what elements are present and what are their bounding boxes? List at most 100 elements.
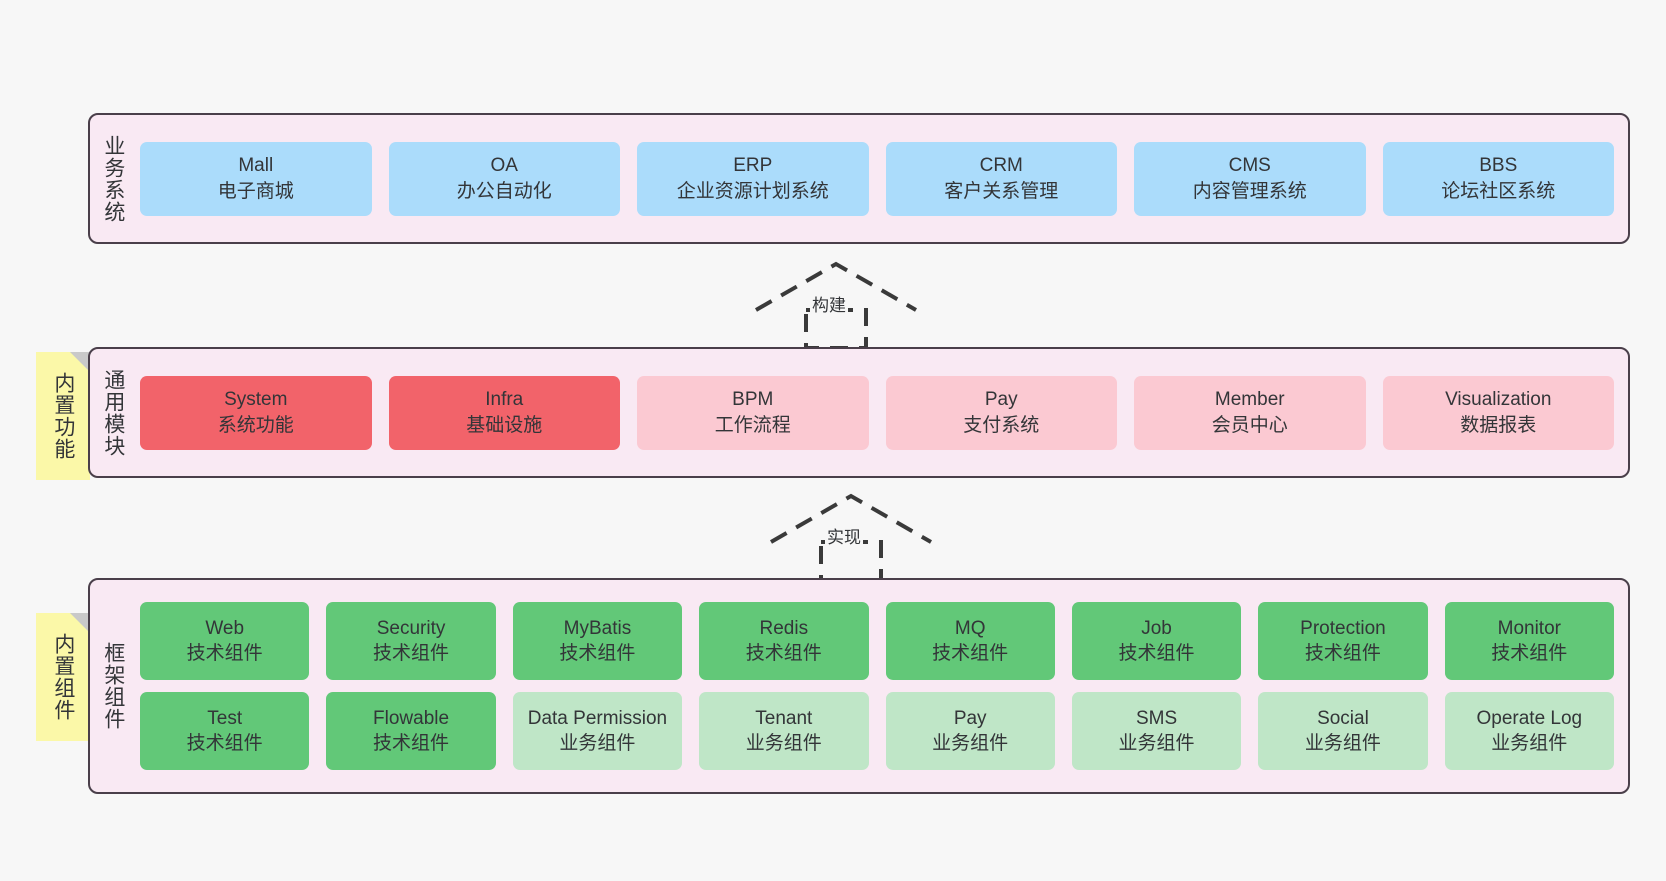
module-subtitle: 技术组件 (186, 733, 263, 754)
module-title: Pay (984, 389, 1018, 411)
module-subtitle: 业务组件 (1304, 733, 1381, 754)
module-title: Flowable (373, 707, 450, 729)
module-box-operate-log[interactable]: Operate Log 业务组件 (1444, 692, 1614, 770)
module-box-data-permission[interactable]: Data Permission 业务组件 (512, 692, 683, 770)
module-title: MQ (954, 617, 986, 639)
layer-row: System 系统功能 Infra 基础设施 BPM 工作流程 Pay 支付系统… (140, 375, 1614, 450)
module-title: CMS (1228, 155, 1271, 177)
module-box-security[interactable]: Security 技术组件 (326, 602, 496, 680)
module-title: Data Permission (527, 707, 668, 729)
module-subtitle: 技术组件 (373, 643, 450, 664)
module-subtitle: 办公自动化 (456, 180, 552, 202)
module-title: Mall (238, 155, 274, 177)
module-box-web[interactable]: Web 技术组件 (140, 602, 310, 680)
module-box-cms[interactable]: CMS 内容管理系统 (1134, 141, 1366, 216)
arrow-label-build: 构建 (810, 291, 848, 316)
module-subtitle: 技术组件 (745, 643, 822, 664)
module-title: System (224, 389, 288, 411)
module-box-mq[interactable]: MQ 技术组件 (885, 602, 1055, 680)
module-subtitle: 技术组件 (373, 733, 450, 754)
module-subtitle: 技术组件 (932, 643, 1009, 664)
layer-title-business: 业务系统 (101, 134, 125, 223)
sticky-note-builtin-components[interactable]: 内置组件 (36, 613, 90, 741)
layer-common-modules[interactable]: 通用模块 System 系统功能 Infra 基础设施 BPM 工作流程 Pay… (88, 347, 1630, 478)
module-box-erp[interactable]: ERP 企业资源计划系统 (637, 141, 869, 216)
module-subtitle: 技术组件 (1304, 643, 1381, 664)
note-label: 内置功能 (51, 372, 75, 460)
module-box-oa[interactable]: OA 办公自动化 (388, 141, 620, 216)
module-subtitle: 业务组件 (745, 733, 822, 754)
module-box-mall[interactable]: Mall 电子商城 (140, 141, 372, 216)
module-box-job[interactable]: Job 技术组件 (1071, 602, 1242, 680)
module-box-visualization[interactable]: Visualization 数据报表 (1382, 375, 1614, 450)
module-box-sms[interactable]: SMS 业务组件 (1071, 692, 1242, 770)
module-box-social[interactable]: Social 业务组件 (1258, 692, 1428, 770)
module-box-system[interactable]: System 系统功能 (140, 375, 372, 450)
module-subtitle: 技术组件 (559, 643, 636, 664)
module-box-bbs[interactable]: BBS 论坛社区系统 (1382, 141, 1614, 216)
module-box-pay-component[interactable]: Pay 业务组件 (885, 692, 1055, 770)
module-box-infra[interactable]: Infra 基础设施 (388, 375, 620, 450)
module-title: Social (1317, 707, 1369, 729)
arrow-label-implement: 实现 (825, 523, 863, 548)
module-subtitle: 支付系统 (963, 414, 1040, 436)
module-title: MyBatis (563, 617, 632, 639)
module-title: Security (376, 617, 446, 639)
module-box-mybatis[interactable]: MyBatis 技术组件 (512, 602, 683, 680)
module-box-monitor[interactable]: Monitor 技术组件 (1444, 602, 1614, 680)
layer-body-modules: System 系统功能 Infra 基础设施 BPM 工作流程 Pay 支付系统… (136, 349, 1628, 476)
module-title: Monitor (1497, 617, 1561, 639)
module-subtitle: 企业资源计划系统 (676, 180, 829, 202)
layer-row: Web 技术组件 Security 技术组件 MyBatis 技术组件 Redi… (140, 602, 1614, 680)
module-subtitle: 业务组件 (559, 733, 636, 754)
module-box-crm[interactable]: CRM 客户关系管理 (885, 141, 1117, 216)
layer-row: Mall 电子商城 OA 办公自动化 ERP 企业资源计划系统 CRM 客户关系… (140, 141, 1614, 216)
module-box-bpm[interactable]: BPM 工作流程 (637, 375, 869, 450)
module-title: CRM (979, 155, 1023, 177)
module-title: Member (1214, 389, 1285, 411)
module-subtitle: 业务组件 (1118, 733, 1195, 754)
module-box-redis[interactable]: Redis 技术组件 (699, 602, 869, 680)
arrow-build: 构建 (748, 258, 924, 350)
module-title: Operate Log (1476, 707, 1583, 729)
module-subtitle: 技术组件 (186, 643, 263, 664)
module-title: Protection (1300, 617, 1386, 639)
module-box-tenant[interactable]: Tenant 业务组件 (699, 692, 869, 770)
module-box-flowable[interactable]: Flowable 技术组件 (326, 692, 496, 770)
module-title: Test (207, 707, 243, 729)
note-fold-icon (70, 613, 90, 633)
arrowhead-dashed (770, 493, 932, 544)
arrowhead-dashed (755, 261, 917, 312)
module-title: BPM (732, 389, 774, 411)
module-title: Pay (953, 707, 987, 729)
module-box-protection[interactable]: Protection 技术组件 (1258, 602, 1428, 680)
module-subtitle: 内容管理系统 (1192, 180, 1307, 202)
module-title: Web (205, 617, 245, 639)
module-subtitle: 技术组件 (1491, 643, 1568, 664)
module-title: Infra (485, 389, 524, 411)
layer-body-business: Mall 电子商城 OA 办公自动化 ERP 企业资源计划系统 CRM 客户关系… (136, 115, 1628, 242)
module-box-test[interactable]: Test 技术组件 (140, 692, 310, 770)
module-title: ERP (733, 155, 773, 177)
module-subtitle: 会员中心 (1211, 414, 1288, 436)
layer-framework-components[interactable]: 框架组件 Web 技术组件 Security 技术组件 MyBatis 技术组件… (88, 578, 1630, 794)
module-subtitle: 工作流程 (714, 414, 791, 436)
sticky-note-builtin-functions[interactable]: 内置功能 (36, 352, 90, 480)
module-title: Redis (759, 617, 809, 639)
module-title: Job (1141, 617, 1172, 639)
module-subtitle: 技术组件 (1118, 643, 1195, 664)
note-fold-icon (70, 352, 90, 372)
module-subtitle: 客户关系管理 (944, 180, 1059, 202)
arrow-implement: 实现 (763, 490, 939, 582)
note-label: 内置组件 (51, 633, 75, 721)
module-subtitle: 业务组件 (932, 733, 1009, 754)
module-subtitle: 论坛社区系统 (1441, 180, 1556, 202)
module-subtitle: 系统功能 (217, 414, 294, 436)
module-subtitle: 电子商城 (217, 180, 294, 202)
module-title: Visualization (1445, 389, 1552, 411)
module-box-pay[interactable]: Pay 支付系统 (885, 375, 1117, 450)
module-subtitle: 业务组件 (1491, 733, 1568, 754)
module-box-member[interactable]: Member 会员中心 (1134, 375, 1366, 450)
layer-business-systems[interactable]: 业务系统 Mall 电子商城 OA 办公自动化 ERP 企业资源计划系统 CRM… (88, 113, 1630, 244)
